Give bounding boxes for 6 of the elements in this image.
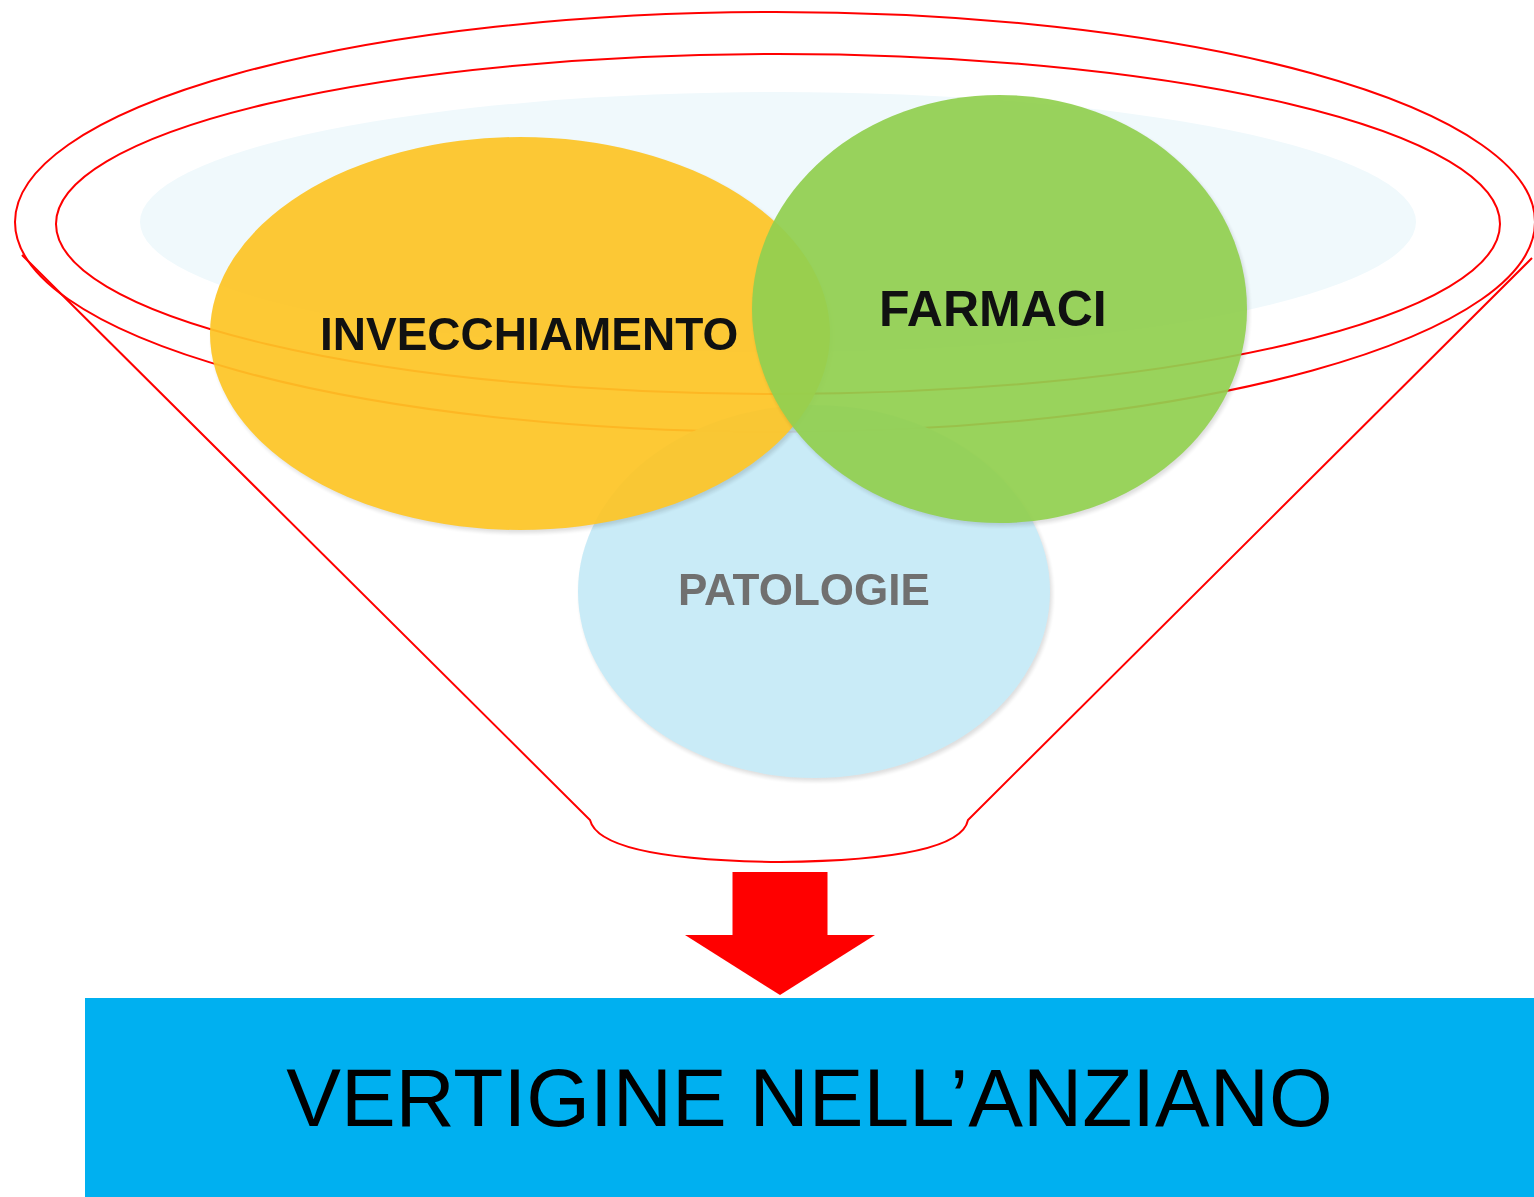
node-label: PATOLOGIE (678, 565, 930, 615)
node-label: FARMACI (879, 280, 1107, 338)
block-arrow (685, 872, 875, 995)
node-label: INVECCHIAMENTO (320, 307, 739, 361)
node-label: VERTIGINE NELL’ANZIANO (286, 1050, 1333, 1145)
banner-box (85, 998, 1534, 1197)
